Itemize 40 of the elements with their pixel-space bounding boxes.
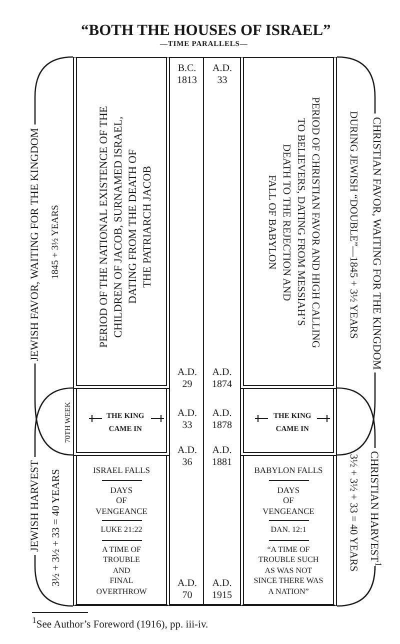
date-column xyxy=(170,57,204,606)
event-text: DAYS OF VENGEANCE xyxy=(262,484,314,516)
event-panel xyxy=(73,389,170,456)
duration-label: 1845 + 3½ YEARS xyxy=(50,205,62,280)
period-label: CHRISTIAN FAVOR, WAITING FOR THE KINGDOM xyxy=(370,116,382,370)
date-label: A.D. 33 xyxy=(178,408,197,432)
event-heading: ISRAEL FALLS xyxy=(93,465,150,476)
scripture-reference: DAN. 12:1 xyxy=(270,525,306,536)
event-text: A TIME OF TROUBLE AND FINAL OVERTHROW xyxy=(96,544,147,597)
period-description: PERIOD OF CHRISTIAN FAVOR AND HIGH CALLING TO BELIEVERS, DATING FROM MESSIAH’S DEATH TO THE REJECTION AND FALL OF BABYLON xyxy=(265,96,322,348)
duration-label: 3½ + 3½ + 33 = 40 YEARS xyxy=(50,468,62,586)
duration-label: DURING JEWISH “DOUBLE”—1845 + 3½ YEARS xyxy=(346,111,360,339)
period-label: JEWISH FAVOR, WAITING FOR THE KINGDOM xyxy=(28,128,42,361)
event-heading: BABYLON FALLS xyxy=(254,465,323,476)
duration-label: 3½ + 3½ + 33 = 40 YEARS xyxy=(346,454,360,571)
period-label: JEWISH HARVEST xyxy=(28,460,42,552)
date-label: A.D. 33 xyxy=(212,63,232,87)
date-column xyxy=(204,57,240,606)
date-label: A.D. 1881 xyxy=(212,445,232,469)
date-label: A.D. 1878 xyxy=(212,408,232,432)
curved-bracket xyxy=(28,55,73,458)
event-panel xyxy=(240,456,337,606)
date-label: A.D. 1915 xyxy=(212,578,232,602)
date-label: A.D. 1874 xyxy=(212,367,232,391)
chart-title: “BOTH THE HOUSES OF ISRAEL” xyxy=(81,20,331,40)
event-text: DAYS OF VENGEANCE xyxy=(96,484,148,516)
event-text: “A TIME OF TROUBLE SUCH AS WAS NOT SINCE THERE WAS A NATION” xyxy=(254,544,324,597)
scripture-reference: LUKE 21:22 xyxy=(100,525,142,536)
period-description: PERIOD OF THE NATIONAL EXISTENCE OF THE CHILDREN OF JACOB, SURNAMED ISRAEL, DATING FROM THE DEATH OF THE PATRIARCH JACOB xyxy=(96,106,154,348)
curved-bracket xyxy=(337,386,382,607)
period-panel xyxy=(240,57,337,389)
date-label: A.D. 29 xyxy=(178,367,197,391)
date-label: A.D. 36 xyxy=(178,445,197,469)
date-label: B.C. 1813 xyxy=(177,63,197,87)
footnote: $^{1}$See Author’s Foreword (1916), pp. iii-iv. xyxy=(32,614,208,632)
date-label: A.D. 70 xyxy=(178,578,197,602)
curved-bracket xyxy=(28,386,73,607)
event-panel xyxy=(73,456,170,606)
event-panel xyxy=(240,389,337,456)
period-panel xyxy=(73,57,170,389)
